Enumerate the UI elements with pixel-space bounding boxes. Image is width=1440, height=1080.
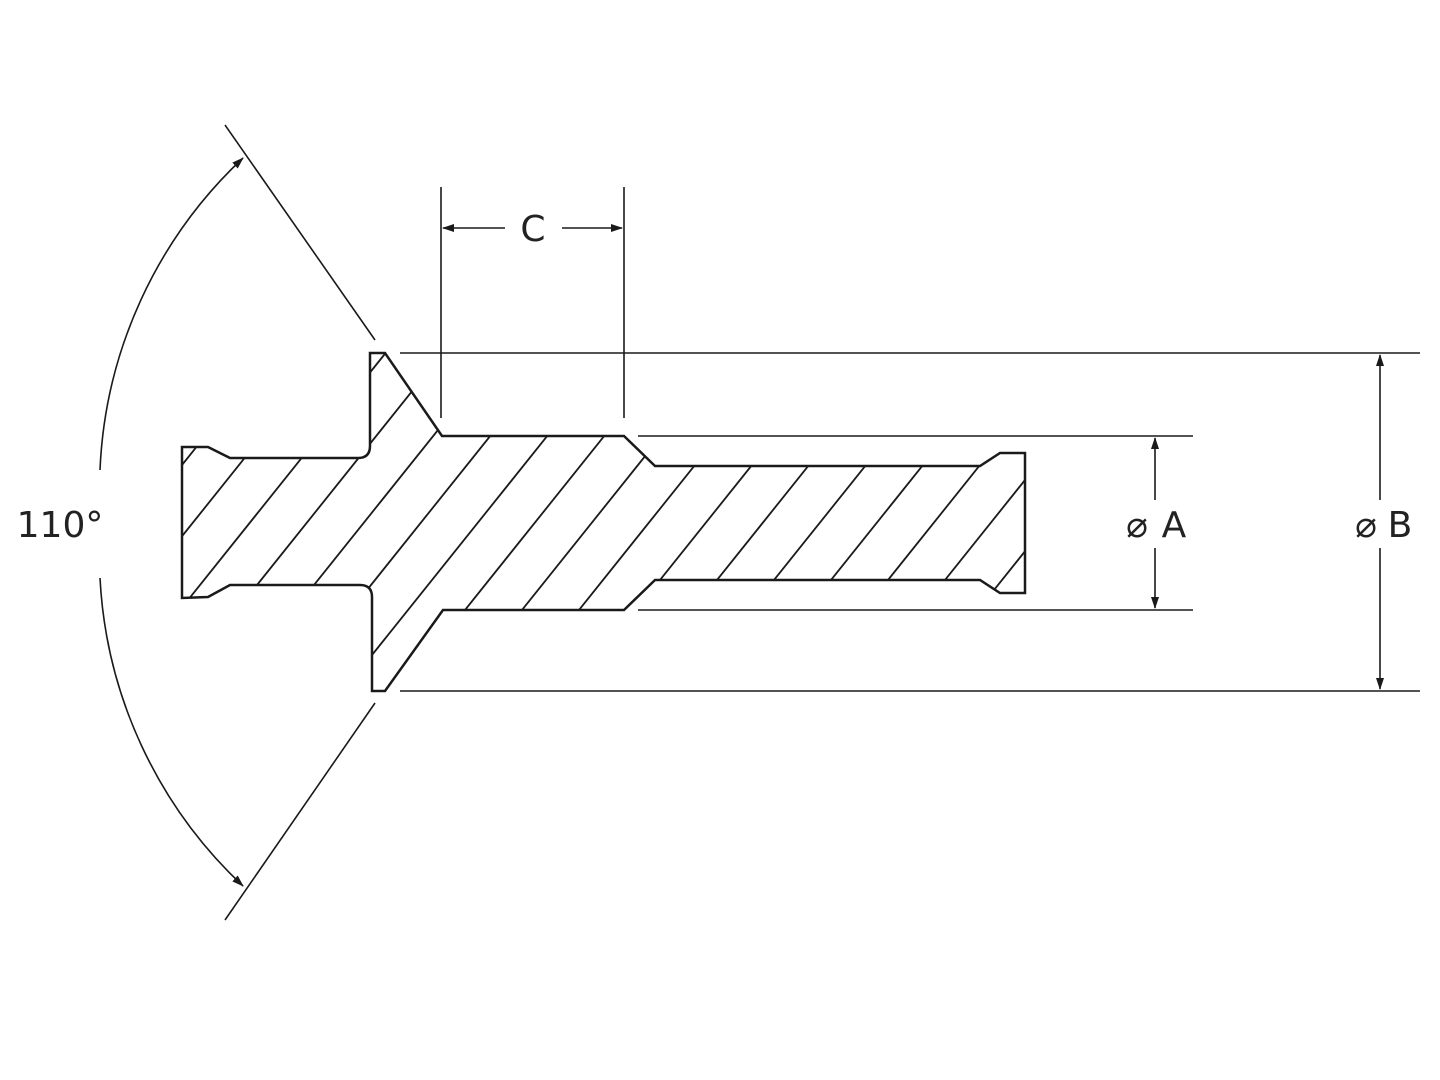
dim-a-label: A	[1162, 505, 1187, 546]
hatch-line	[1168, 300, 1440, 800]
hatch-line	[1111, 300, 1440, 800]
diameter-symbol-b: ⌀	[1355, 505, 1377, 546]
hatch-line	[939, 353, 1025, 691]
hatch-line	[597, 353, 999, 691]
part-outline	[180, 351, 1027, 693]
hatch-line	[369, 353, 771, 691]
hatch-line	[182, 353, 486, 691]
hatch-line	[426, 353, 828, 691]
hatch-line	[1282, 300, 1440, 800]
hatch-line	[483, 353, 885, 691]
hatch-line	[1225, 300, 1440, 800]
diameter-symbol-a: ⌀	[1126, 505, 1148, 546]
extension-lines	[224, 124, 1420, 921]
hatch-line	[182, 353, 429, 691]
hatch-line	[996, 353, 1025, 691]
angle-dimension	[99, 157, 244, 887]
dim-c-label: C	[520, 209, 545, 250]
hatch-line	[182, 353, 315, 691]
hatch-line	[882, 353, 1025, 691]
hatch-line	[312, 353, 714, 691]
hatch-line	[654, 353, 1025, 691]
hatch-line	[768, 353, 1025, 691]
section-hatching	[182, 300, 1440, 800]
angle-label: 110°	[17, 505, 104, 546]
hatch-line	[182, 353, 372, 691]
hatch-line	[182, 353, 543, 691]
hatch-line	[255, 353, 657, 691]
hatch-line	[711, 353, 1025, 691]
hatch-line	[540, 353, 942, 691]
hatch-line	[182, 353, 201, 691]
hatch-line	[182, 353, 258, 691]
hatch-line	[1054, 300, 1440, 800]
dim-b-label: B	[1388, 505, 1413, 546]
